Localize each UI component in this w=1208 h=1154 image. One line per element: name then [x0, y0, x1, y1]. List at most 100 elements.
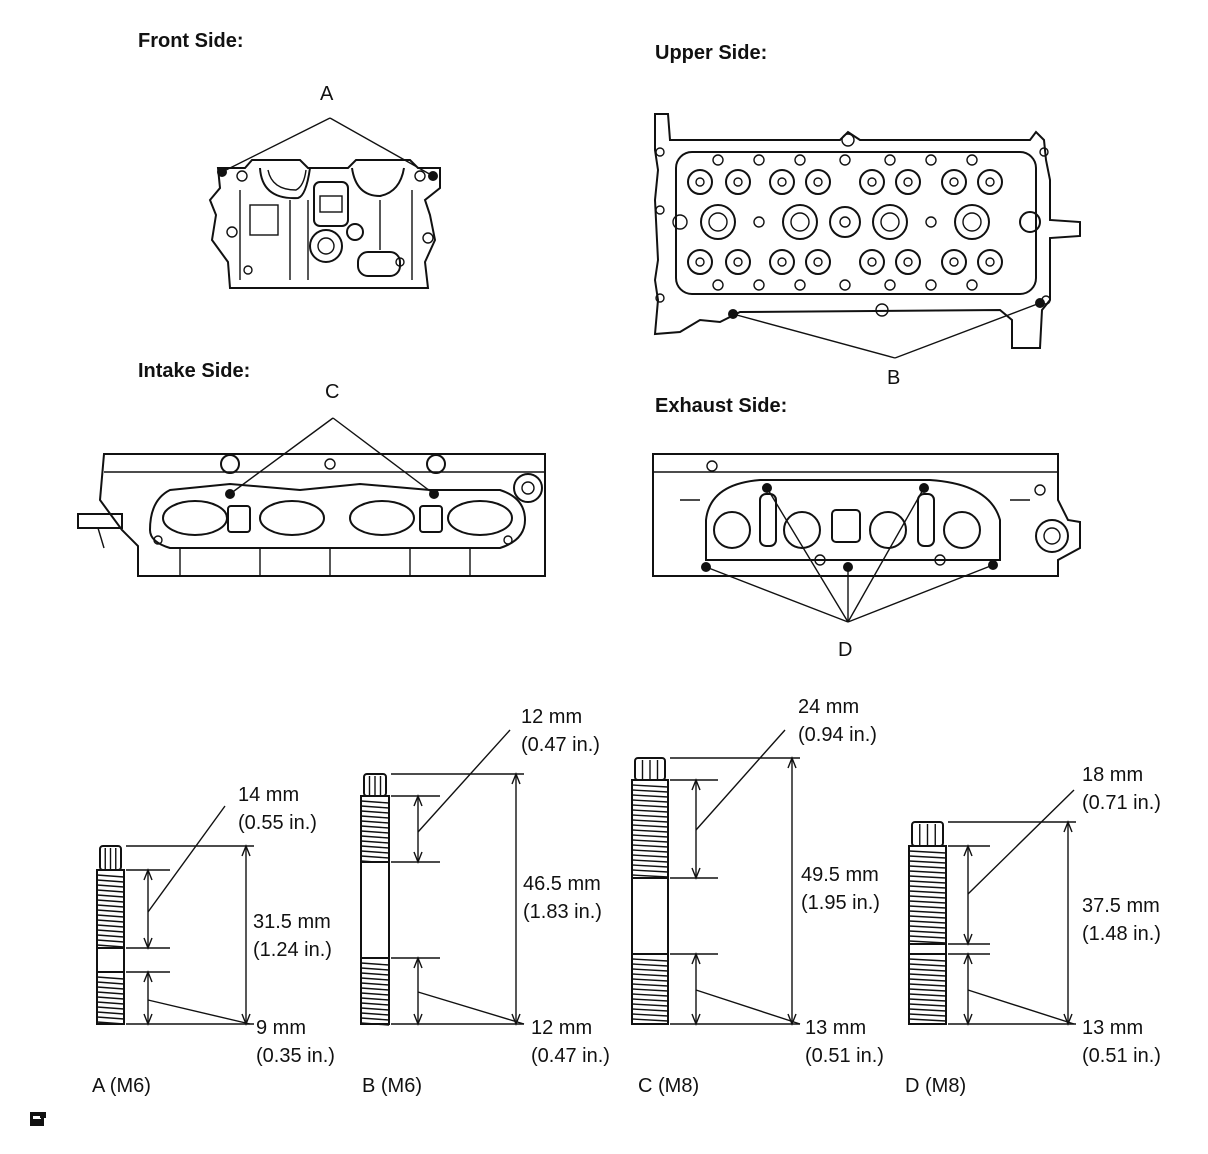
thread-line [908, 973, 947, 977]
arrow-head [963, 844, 973, 857]
arrow-head [413, 851, 423, 864]
arrow-head [143, 970, 153, 983]
thread-line [360, 800, 390, 804]
stud-d [908, 789, 1076, 1026]
thread-line [96, 1016, 125, 1020]
valve-stem [777, 177, 787, 187]
valve-seat [859, 169, 885, 195]
valve-seat [895, 169, 921, 195]
thread-line [631, 1003, 669, 1007]
valve-seat [977, 169, 1003, 195]
thread-line [631, 814, 669, 818]
callout-a: A [320, 83, 334, 105]
valve-stem [949, 177, 959, 187]
thread-line [96, 1011, 125, 1015]
stud-d-bottom-length: 13 mm(0.51 in.) [1082, 1017, 1161, 1067]
valve-seat [941, 169, 967, 195]
stud-collar [96, 947, 125, 973]
thread-line [631, 824, 669, 828]
thread-line [908, 910, 947, 914]
spark-plug-well [700, 204, 736, 240]
upper-side-view [653, 113, 1081, 349]
arrow-head [691, 867, 701, 880]
stud-a-top-length: 14 mm(0.55 in.) [238, 784, 317, 834]
stud-c-name: C (M8) [638, 1075, 700, 1097]
valve-seat [859, 249, 885, 275]
arrow-head [143, 868, 153, 881]
valve-stem [695, 177, 705, 187]
bolt-hole [839, 154, 851, 166]
thread-line [360, 825, 390, 829]
front-side-view [208, 117, 441, 289]
thread-line [631, 869, 669, 873]
spark-plug-hole [708, 212, 728, 232]
spark-plug-hole [962, 212, 982, 232]
exhaust-side-title: Exhaust Side: [655, 395, 788, 417]
thread-line [908, 988, 947, 992]
thread-line [631, 968, 669, 972]
thread-line [96, 934, 125, 938]
thread-line [360, 997, 390, 1001]
bolt-hole [884, 154, 896, 166]
stud-b-name: B (M6) [362, 1075, 422, 1097]
thread-line [631, 859, 669, 863]
thread-line [360, 977, 390, 981]
bolt-hole [884, 279, 896, 291]
bolt-hole [925, 154, 937, 166]
arrow-head [413, 1013, 423, 1026]
upper-side-title: Upper Side: [655, 42, 768, 64]
thread-line [908, 870, 947, 874]
thread-line [908, 885, 947, 889]
thread-line [631, 993, 669, 997]
thread-line [96, 944, 125, 948]
thread-line [96, 1021, 125, 1025]
valve-seat [805, 169, 831, 195]
thread-line [908, 930, 947, 934]
thread-line [96, 991, 125, 995]
thread-line [360, 987, 390, 991]
valve-seat [977, 249, 1003, 275]
arrow-head [511, 1013, 521, 1026]
thread-line [908, 983, 947, 987]
stud-a-name: A (M6) [92, 1075, 151, 1097]
thread-line [631, 958, 669, 962]
thread-line [908, 935, 947, 939]
callout-b: B [887, 367, 901, 389]
stud-b-top-length: 12 mm(0.47 in.) [521, 706, 600, 756]
bolt-hole [794, 279, 806, 291]
thread-line [908, 875, 947, 879]
spark-plug-well [782, 204, 818, 240]
leader-line [147, 805, 226, 913]
thread-line [96, 914, 125, 918]
bolt-hole [925, 216, 937, 228]
thread-line [360, 820, 390, 824]
thread-line [360, 835, 390, 839]
thread-line [908, 895, 947, 899]
valve-seat [769, 249, 795, 275]
callout-d: D [838, 639, 853, 661]
thread-line [631, 864, 669, 868]
valve-seat [687, 249, 713, 275]
thread-line [631, 978, 669, 982]
arrow-head [241, 1013, 251, 1026]
intake-side-view [77, 417, 546, 577]
leader-line [417, 729, 511, 833]
arrow-head [963, 952, 973, 965]
stud-collar [908, 943, 947, 955]
leader-line [417, 991, 525, 1025]
valve-stem [777, 257, 787, 267]
leader-line [967, 789, 1075, 895]
thread-line [360, 967, 390, 971]
thread-line [908, 940, 947, 944]
valve-seat [769, 169, 795, 195]
thread-line [96, 1006, 125, 1010]
thread-line [631, 799, 669, 803]
thread-line [360, 805, 390, 809]
valve-stem [903, 257, 913, 267]
arrow-head [413, 956, 423, 969]
thread-line [360, 840, 390, 844]
thread-line [360, 982, 390, 986]
intake-side-title: Intake Side: [138, 360, 251, 382]
thread-line [96, 924, 125, 928]
thread-line [631, 1018, 669, 1022]
